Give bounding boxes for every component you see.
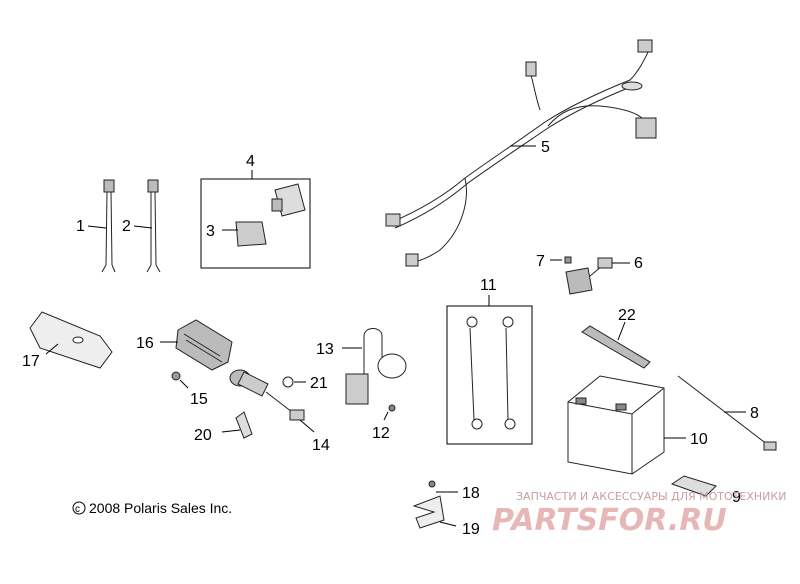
callout-22: 22 (618, 307, 636, 324)
part-6-solenoid (565, 257, 613, 295)
part-5-harness (385, 39, 657, 267)
part-4-kit-box (200, 178, 311, 269)
part-2-lead (146, 179, 161, 273)
callout-7: 7 (536, 253, 545, 270)
part-22-strap (581, 325, 651, 369)
leader-12 (383, 411, 389, 421)
leader-20 (221, 429, 241, 433)
callout-14: 14 (312, 437, 330, 454)
part-13-coil (345, 328, 407, 405)
callout-15: 15 (190, 391, 208, 408)
part-4-relay (271, 183, 306, 217)
watermark-logo: PARTSFOR.RU (492, 503, 727, 538)
part-19-bracket (412, 495, 445, 529)
leader-14 (299, 419, 315, 433)
part-14-switch (229, 369, 305, 421)
callout-8: 8 (750, 405, 759, 422)
part-17-cover (29, 311, 113, 369)
leader-15 (179, 379, 189, 389)
callout-1: 1 (76, 218, 85, 235)
part-18-nut (428, 480, 436, 488)
part-15-bolt (171, 371, 181, 381)
callout-21: 21 (310, 375, 328, 392)
part-11-cables (466, 316, 516, 430)
leader-22 (617, 321, 626, 341)
callout-2: 2 (122, 218, 131, 235)
callout-16: 16 (136, 335, 154, 352)
callout-6: 6 (634, 255, 643, 272)
part-3-relay (235, 221, 267, 247)
callout-5: 5 (541, 139, 550, 156)
copyright-symbol-circle (72, 501, 86, 515)
leader-19 (439, 521, 457, 527)
part-21-oring (282, 376, 294, 388)
copyright-text: 2008 Polaris Sales Inc. (89, 500, 232, 516)
callout-20: 20 (194, 427, 212, 444)
callout-19: 19 (462, 521, 480, 538)
part-20-bracket (235, 411, 253, 439)
callout-17: 17 (22, 353, 40, 370)
part-7-nut (564, 256, 572, 264)
callout-12: 12 (372, 425, 390, 442)
part-16-regulator (175, 319, 233, 371)
callout-13: 13 (316, 341, 334, 358)
callout-4: 4 (246, 153, 255, 170)
part-9-pad (670, 475, 717, 497)
callout-11: 11 (480, 277, 497, 294)
callout-9: 9 (732, 489, 741, 506)
callout-18: 18 (462, 485, 480, 502)
copyright-symbol: c (75, 504, 80, 515)
leader-2 (133, 225, 153, 229)
watermark-tagline: ЗАПЧАСТИ И АКСЕССУАРЫ ДЛЯ МОТОТЕХНИКИ (516, 490, 786, 503)
callout-3: 3 (206, 223, 215, 240)
leader-17 (45, 343, 59, 355)
leader-1 (87, 225, 107, 229)
part-11-kit-box (446, 305, 533, 445)
part-1-lead (101, 179, 116, 273)
callout-10: 10 (690, 431, 708, 448)
part-12-screw (388, 404, 396, 412)
part-10-battery (567, 375, 665, 475)
